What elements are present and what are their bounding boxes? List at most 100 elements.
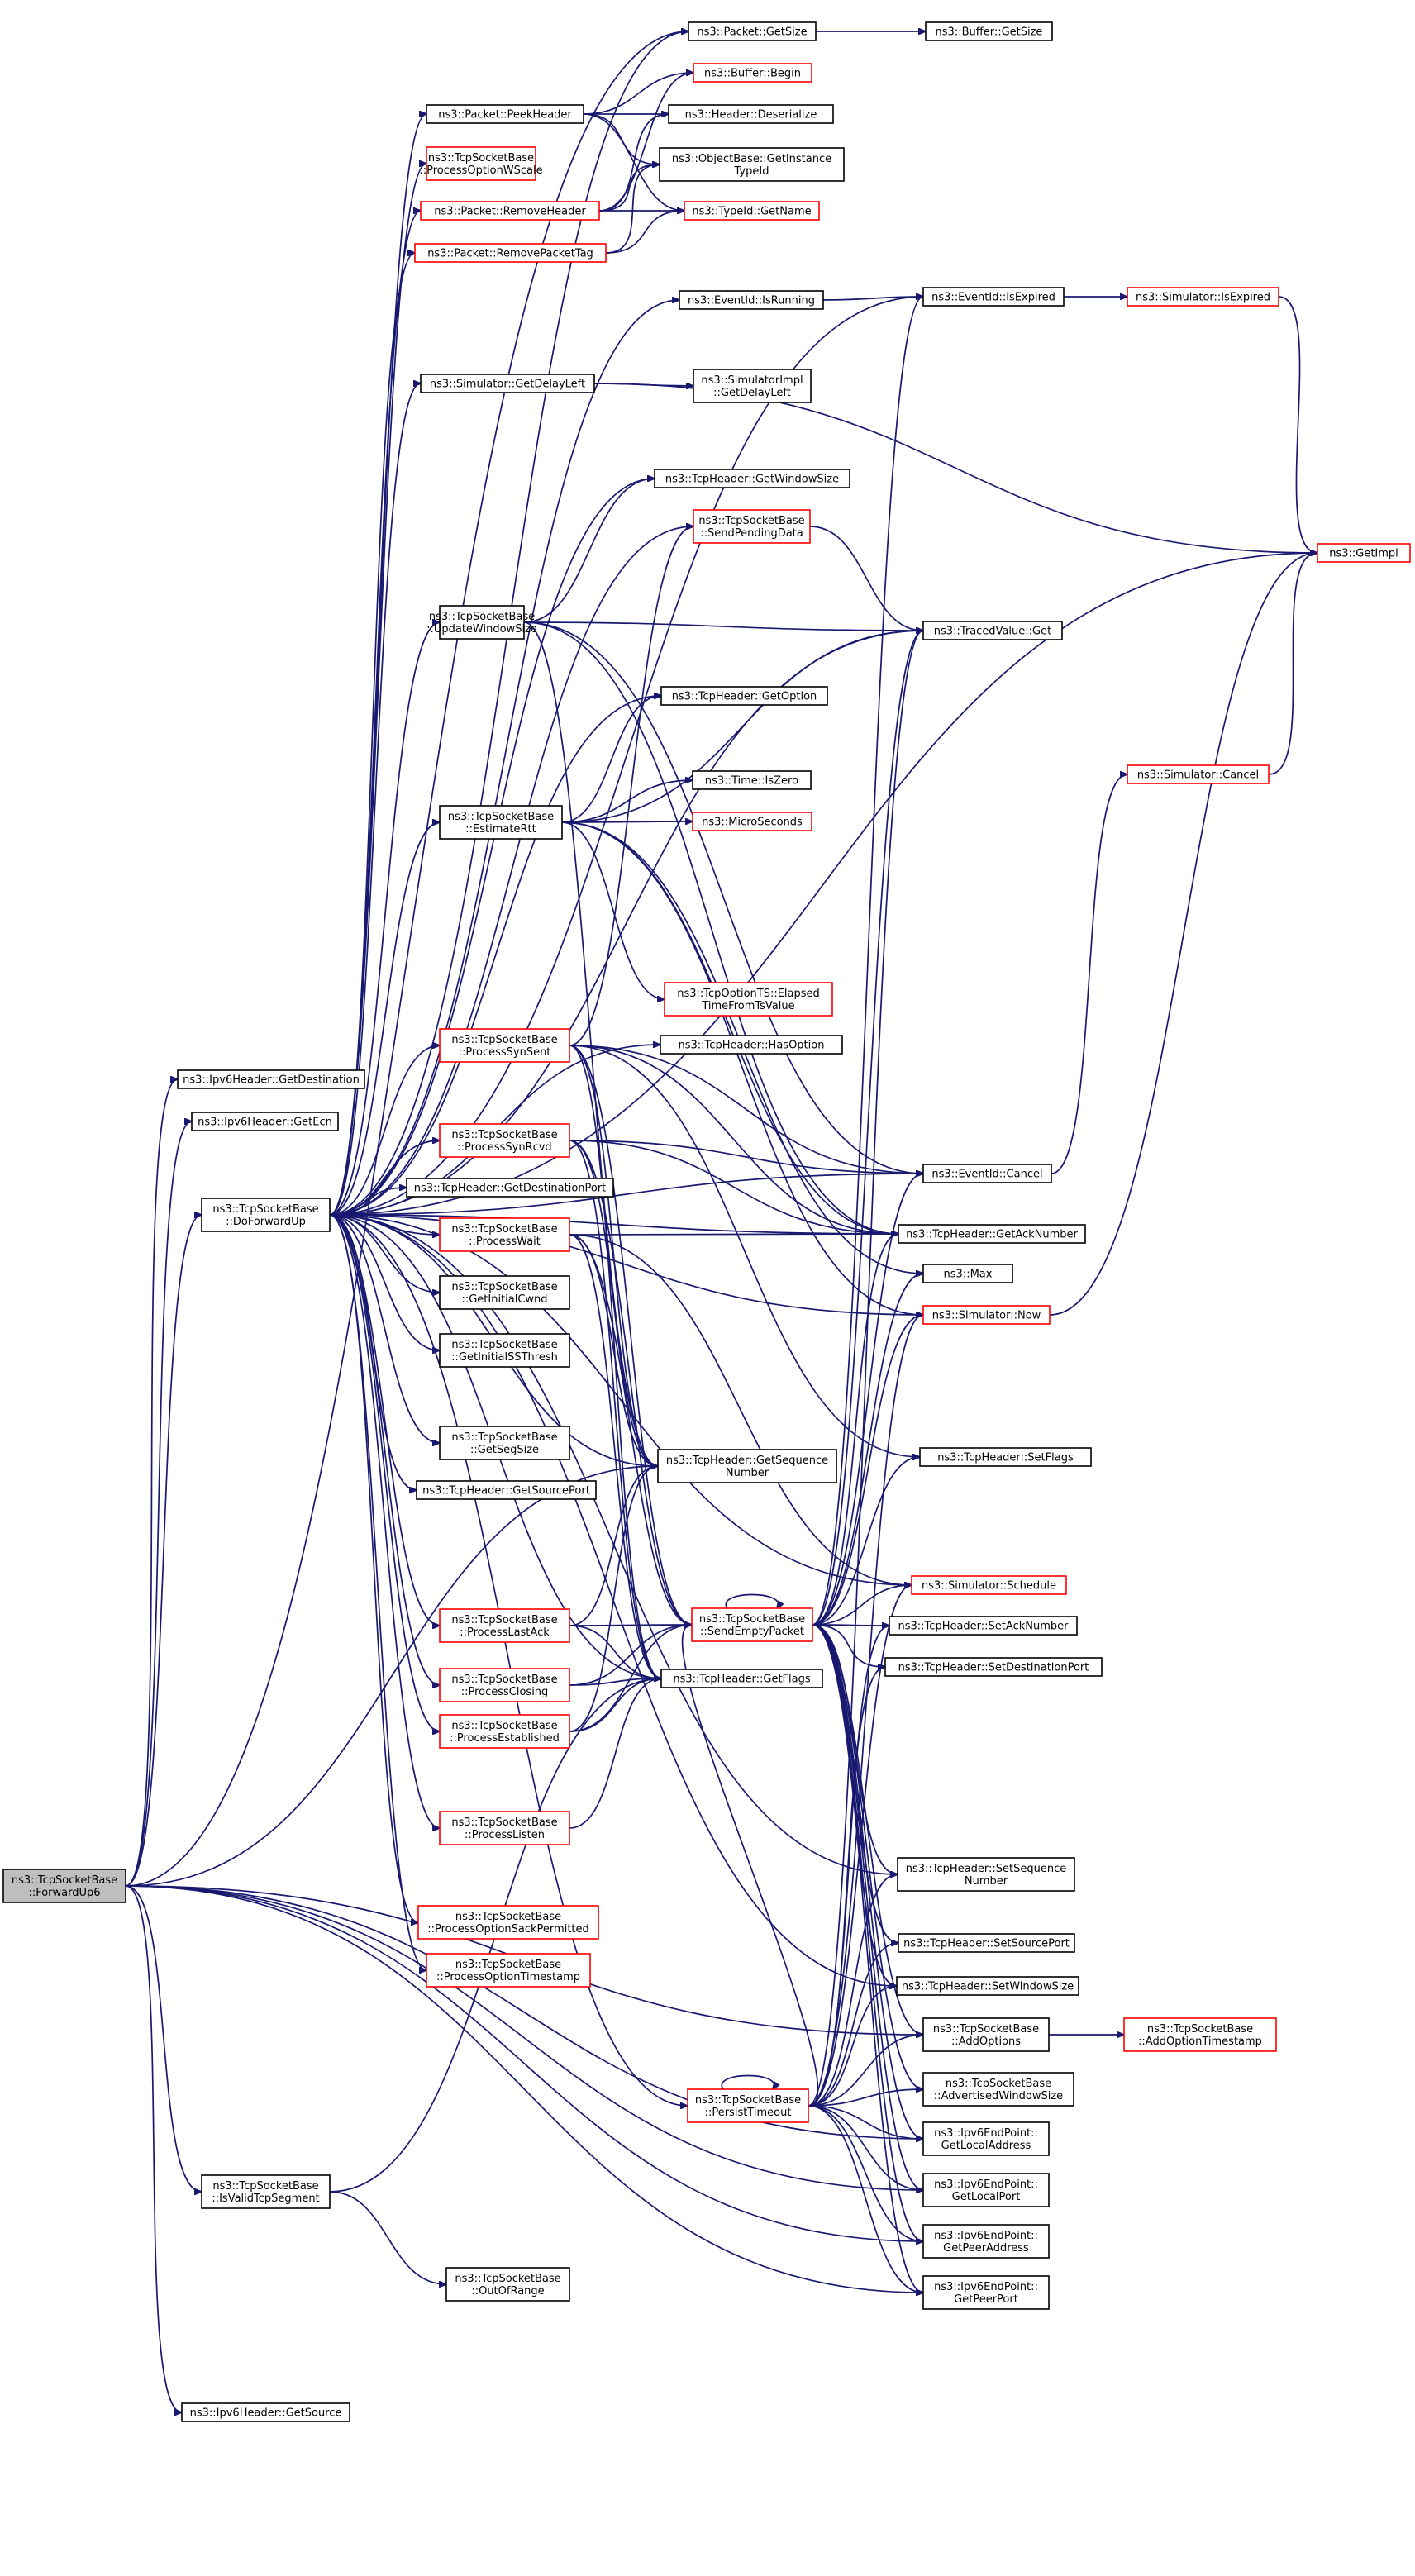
node-out-of-range[interactable]: ns3::TcpSocketBase::OutOfRange xyxy=(445,2267,570,2302)
node-get-destination-port[interactable]: ns3::TcpHeader::GetDestinationPort xyxy=(406,1178,614,1198)
node-label-line: ns3::Time::IsZero xyxy=(705,775,798,788)
edge-do-forward-up-to-get-option xyxy=(329,696,661,1216)
node-label-line: Number xyxy=(965,1875,1008,1888)
node-packet-remove-header[interactable]: ns3::Packet::RemoveHeader xyxy=(420,201,600,221)
node-time-is-zero[interactable]: ns3::Time::IsZero xyxy=(692,770,812,790)
node-get-seg-size[interactable]: ns3::TcpSocketBase::GetSegSize xyxy=(439,1426,570,1460)
node-process-listen[interactable]: ns3::TcpSocketBase::ProcessListen xyxy=(439,1811,570,1845)
edge-process-wait-to-sim-schedule xyxy=(569,1234,912,1585)
node-do-forward-up[interactable]: ns3::TcpSocketBase::DoForwardUp xyxy=(201,1198,331,1232)
node-box xyxy=(687,2088,809,2123)
node-label-line: ::ProcessClosing xyxy=(461,1686,549,1698)
node-buffer-begin[interactable]: ns3::Buffer::Begin xyxy=(693,63,812,83)
node-process-wait[interactable]: ns3::TcpSocketBase::ProcessWait xyxy=(439,1217,570,1252)
node-event-id-is-running[interactable]: ns3::EventId::IsRunning xyxy=(679,290,824,310)
node-process-syn-rcvd[interactable]: ns3::TcpSocketBase::ProcessSynRcvd xyxy=(439,1123,570,1158)
node-get-source-port[interactable]: ns3::TcpHeader::GetSourcePort xyxy=(416,1480,597,1500)
node-header-deserialize[interactable]: ns3::Header::Deserialize xyxy=(668,104,834,124)
node-set-flags[interactable]: ns3::TcpHeader::SetFlags xyxy=(919,1447,1092,1467)
node-label-line: ns3::TcpSocketBase xyxy=(451,1281,557,1293)
node-label-line: ns3::TcpSocketBase xyxy=(429,611,535,623)
edge-do-forward-up-to-process-established xyxy=(329,1214,440,1731)
node-persist-timeout[interactable]: ns3::TcpSocketBase::PersistTimeout xyxy=(687,2088,809,2123)
node-packet-remove-packet-tag[interactable]: ns3::Packet::RemovePacketTag xyxy=(414,243,607,263)
node-send-empty-packet[interactable]: ns3::TcpSocketBase::SendEmptyPacket xyxy=(691,1607,813,1642)
node-set-source-port[interactable]: ns3::TcpHeader::SetSourcePort xyxy=(898,1933,1075,1953)
edge-event-id-cancel-to-sim-cancel xyxy=(1051,774,1127,1174)
node-get-peer-port[interactable]: ns3::Ipv6EndPoint::GetPeerPort xyxy=(922,2275,1050,2310)
node-process-established[interactable]: ns3::TcpSocketBase::ProcessEstablished xyxy=(439,1714,570,1749)
edge-process-syn-rcvd-to-send-empty-packet xyxy=(569,1140,692,1625)
node-box xyxy=(692,812,812,831)
node-box xyxy=(922,2224,1050,2259)
edge-do-forward-up-to-sim-get-delay-left xyxy=(329,383,421,1216)
node-event-id-is-expired[interactable]: ns3::EventId::IsExpired xyxy=(922,287,1065,307)
node-get-peer-address[interactable]: ns3::Ipv6EndPoint::GetPeerAddress xyxy=(922,2224,1050,2259)
node-process-syn-sent[interactable]: ns3::TcpSocketBase::ProcessSynSent xyxy=(439,1028,570,1063)
node-label-line: ns3::TcpHeader::GetWindowSize xyxy=(665,474,839,486)
node-box xyxy=(426,104,584,124)
node-get-ecn[interactable]: ns3::Ipv6Header::GetEcn xyxy=(191,1112,339,1131)
node-packet-peek-header[interactable]: ns3::Packet::PeekHeader xyxy=(426,104,584,124)
node-box xyxy=(420,374,595,393)
node-sim-schedule[interactable]: ns3::Simulator::Schedule xyxy=(911,1575,1067,1595)
node-sim-is-expired[interactable]: ns3::Simulator::IsExpired xyxy=(1127,287,1279,307)
edge-send-empty-packet-to-set-ack-number xyxy=(812,1625,889,1626)
node-get-local-port[interactable]: ns3::Ipv6EndPoint::GetLocalPort xyxy=(922,2173,1050,2207)
node-label-line: ns3::TcpSocketBase xyxy=(451,1720,557,1732)
node-sim-get-delay-left[interactable]: ns3::Simulator::GetDelayLeft xyxy=(420,374,595,393)
node-box xyxy=(911,1575,1067,1595)
node-get-initial-ssthresh[interactable]: ns3::TcpSocketBase::GetInitialSSThresh xyxy=(439,1333,570,1368)
node-label-line: ::GetInitialCwnd xyxy=(461,1293,547,1306)
edge-packet-remove-packet-tag-to-type-id-get-name xyxy=(605,211,684,254)
node-process-option-sack-permitted[interactable]: ns3::TcpSocketBase::ProcessOptionSackPer… xyxy=(417,1905,599,1940)
node-box xyxy=(922,2017,1050,2052)
node-get-flags[interactable]: ns3::TcpHeader::GetFlags xyxy=(660,1669,823,1688)
node-micro-seconds[interactable]: ns3::MicroSeconds xyxy=(692,812,812,831)
edge-sim-cancel-to-get-impl xyxy=(1268,553,1317,775)
node-packet-get-size[interactable]: ns3::Packet::GetSize xyxy=(688,21,817,41)
node-traced-value-get[interactable]: ns3::TracedValue::Get xyxy=(922,621,1063,640)
node-sim-cancel[interactable]: ns3::Simulator::Cancel xyxy=(1127,764,1270,784)
edge-process-syn-rcvd-to-event-id-cancel xyxy=(569,1140,923,1174)
node-box xyxy=(922,1164,1052,1183)
node-get-impl[interactable]: ns3::GetImpl xyxy=(1317,543,1411,563)
node-event-id-cancel[interactable]: ns3::EventId::Cancel xyxy=(922,1164,1052,1183)
node-has-option[interactable]: ns3::TcpHeader::HasOption xyxy=(660,1035,843,1055)
node-update-window-size[interactable]: ns3::TcpSocketBase::UpdateWindowSize xyxy=(426,605,537,640)
node-label-line: ns3::Simulator::Cancel xyxy=(1137,769,1259,782)
node-get-destination[interactable]: ns3::Ipv6Header::GetDestination xyxy=(177,1069,365,1089)
node-max[interactable]: ns3::Max xyxy=(922,1264,1013,1283)
node-process-last-ack[interactable]: ns3::TcpSocketBase::ProcessLastAck xyxy=(439,1608,570,1643)
node-sim-impl-get-delay-left[interactable]: ns3::SimulatorImpl::GetDelayLeft xyxy=(693,369,812,403)
node-add-option-timestamp[interactable]: ns3::TcpSocketBase::AddOptionTimestamp xyxy=(1123,2017,1277,2052)
node-sim-now[interactable]: ns3::Simulator::Now xyxy=(922,1305,1051,1325)
node-type-id-get-name[interactable]: ns3::TypeId::GetName xyxy=(684,201,820,221)
node-process-closing[interactable]: ns3::TcpSocketBase::ProcessClosing xyxy=(439,1668,570,1702)
node-get-source[interactable]: ns3::Ipv6Header::GetSource xyxy=(181,2402,350,2422)
node-set-destination-port[interactable]: ns3::TcpHeader::SetDestinationPort xyxy=(884,1657,1103,1677)
node-advertised-window-size[interactable]: ns3::TcpSocketBase::AdvertisedWindowSize xyxy=(922,2072,1074,2107)
node-process-option-wscale[interactable]: ns3::TcpSocketBase::ProcessOptionWScale xyxy=(419,146,543,181)
node-label-line: TypeId xyxy=(734,165,769,178)
node-get-ack-number[interactable]: ns3::TcpHeader::GetAckNumber xyxy=(898,1224,1086,1244)
node-add-options[interactable]: ns3::TcpSocketBase::AddOptions xyxy=(922,2017,1050,2052)
node-buffer-get-size[interactable]: ns3::Buffer::GetSize xyxy=(925,21,1053,41)
node-estimate-rtt[interactable]: ns3::TcpSocketBase::EstimateRtt xyxy=(439,805,563,840)
node-label-line: ns3::Ipv6EndPoint:: xyxy=(934,2178,1038,2191)
node-is-valid-tcp-segment[interactable]: ns3::TcpSocketBase::IsValidTcpSegment xyxy=(201,2174,331,2209)
node-set-window-size[interactable]: ns3::TcpHeader::SetWindowSize xyxy=(896,1976,1079,1996)
node-get-initial-cwnd[interactable]: ns3::TcpSocketBase::GetInitialCwnd xyxy=(439,1275,570,1310)
node-box xyxy=(426,1953,591,1988)
node-send-pending-data[interactable]: ns3::TcpSocketBase::SendPendingData xyxy=(693,509,811,544)
node-get-local-address[interactable]: ns3::Ipv6EndPoint::GetLocalAddress xyxy=(922,2121,1050,2156)
node-set-ack-number[interactable]: ns3::TcpHeader::SetAckNumber xyxy=(889,1616,1078,1636)
node-get-option[interactable]: ns3::TcpHeader::GetOption xyxy=(660,686,828,706)
edge-process-syn-rcvd-to-get-ack-number xyxy=(569,1140,898,1234)
node-get-window-size[interactable]: ns3::TcpHeader::GetWindowSize xyxy=(654,469,850,488)
node-process-option-timestamp[interactable]: ns3::TcpSocketBase::ProcessOptionTimesta… xyxy=(426,1953,591,1988)
